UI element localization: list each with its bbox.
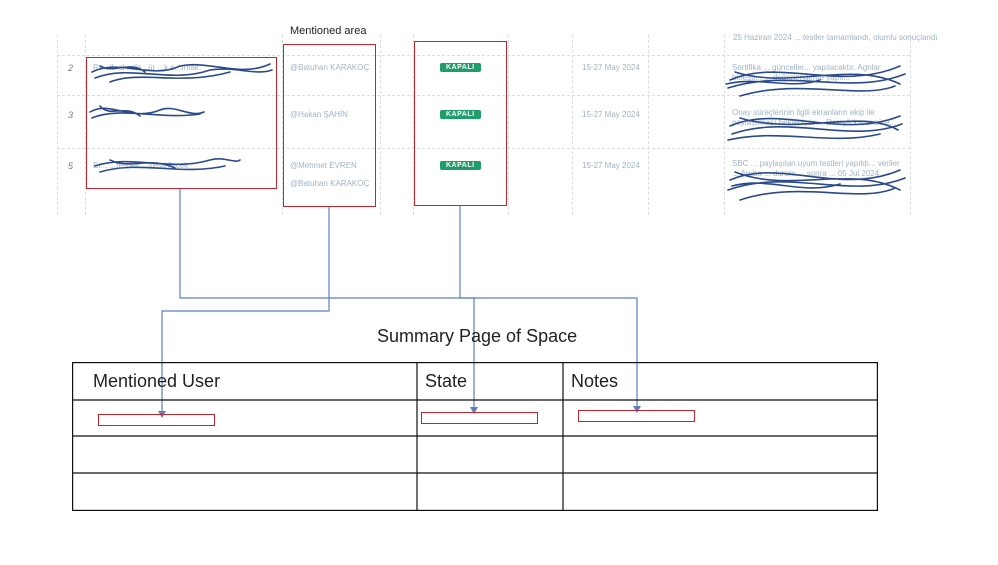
mentioned-user-placeholder [98, 414, 215, 426]
state-placeholder [421, 412, 538, 424]
mentioned-user: @Batuhan KARAKOÇ [290, 63, 370, 72]
state-highlight-box [414, 41, 507, 206]
summary-table: Mentioned User State Notes [72, 362, 878, 511]
date-text: 15-27 May 2024 [582, 110, 640, 119]
mentioned-user: @Hakan ŞAHİN [290, 110, 348, 119]
notes-text: SBC ... paylaşılan uyum testleri yapıldı… [732, 159, 900, 178]
task-text: ... [93, 110, 100, 119]
row-number: 5 [68, 161, 74, 171]
mentioned-area-label: Mentioned area [290, 25, 367, 37]
row-number: 3 [68, 110, 74, 120]
header-mentioned-user: Mentioned User [93, 371, 221, 391]
task-highlight-box [86, 57, 277, 189]
summary-page-title: Summary Page of Space [377, 326, 578, 346]
state-badge: KAPALI [440, 161, 481, 170]
screenshot-area: 25 Haziran 2024 ... testler tamamlandı, … [0, 0, 998, 220]
grid-line [57, 148, 910, 149]
date-text: 15-27 May 2024 [582, 161, 640, 170]
mentioned-user: @Mehmet EVREN [290, 161, 357, 170]
grid-line [648, 35, 649, 215]
arrow-mentioned-user [161, 207, 330, 412]
grid-line [57, 95, 910, 96]
date-text: 15-27 May 2024 [582, 63, 640, 72]
mentioned-area-box [283, 44, 376, 207]
grid-line [282, 35, 283, 215]
grid-line [910, 35, 911, 215]
notes-placeholder [578, 410, 695, 422]
grid-line [413, 35, 414, 215]
header-notes: Notes [571, 371, 619, 391]
grid-line [508, 35, 509, 215]
header-state: State [425, 371, 468, 391]
mentioned-user: @Batuhan KARAKOÇ [290, 179, 370, 188]
state-badge: KAPALI [440, 63, 481, 72]
row-number: 2 [68, 63, 74, 73]
top-note: 25 Haziran 2024 ... testler tamamlandı, … [733, 33, 938, 42]
table-grid [72, 362, 878, 511]
grid-line [57, 35, 58, 215]
arrow-state [179, 189, 475, 408]
task-text: Er... ...testleri ...yestirilecek [93, 161, 189, 170]
grid-line [380, 35, 381, 215]
task-text: Ra...ll...d ...ile...ür ...k e...ırılak [93, 63, 199, 72]
arrow-notes [459, 206, 638, 407]
grid-line [572, 35, 573, 215]
grid-line [724, 35, 725, 215]
grid-line [85, 35, 86, 215]
state-badge: KAPALI [440, 110, 481, 119]
grid-line [57, 55, 910, 56]
redaction-scribbles [89, 63, 906, 201]
